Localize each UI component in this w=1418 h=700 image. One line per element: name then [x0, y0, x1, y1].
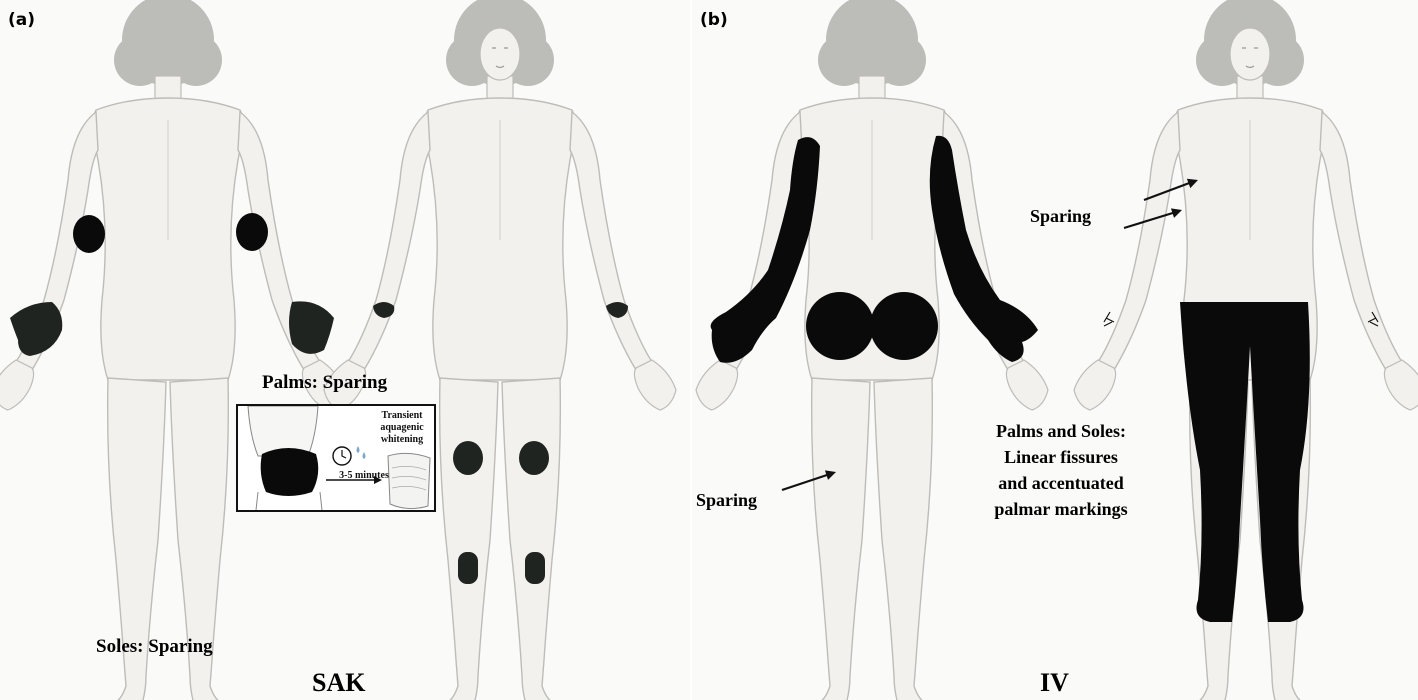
- sparing-upper-label: Sparing: [1030, 206, 1091, 227]
- lesion-left-elbow: [73, 215, 105, 253]
- sparing-leg-label: Sparing: [696, 490, 757, 511]
- palms-soles-line-4: palmar markings: [978, 496, 1144, 522]
- condition-label-iv: IV: [1040, 668, 1069, 698]
- lesion-left-buttock: [806, 292, 874, 360]
- lesion-left-hand-dorsum: [10, 302, 62, 356]
- inset-duration: 3-5 minutes: [334, 470, 394, 482]
- palms-sparing-label: Palms: Sparing: [262, 372, 387, 394]
- palm-marking-left: [1104, 312, 1114, 326]
- lesion-left-knee: [453, 441, 483, 475]
- inset-result: Transient aquagenic whitening: [372, 410, 432, 446]
- lesion-right-hand-dorsum: [289, 301, 334, 354]
- panel-a-figures: [0, 0, 690, 700]
- panel-b: (b) Sparing Sparing Palms and Soles:: [692, 0, 1418, 700]
- sak-front-figure: [324, 0, 676, 700]
- palms-soles-line-2: Linear fissures: [978, 444, 1144, 470]
- lesion-right-ankle: [525, 552, 545, 584]
- sak-back-figure: [0, 0, 344, 700]
- palms-soles-line-1: Palms and Soles:: [978, 418, 1144, 444]
- palms-soles-line-3: and accentuated: [978, 470, 1144, 496]
- palms-soles-description: Palms and Soles: Linear fissures and acc…: [978, 418, 1144, 522]
- lesion-left-ankle: [458, 552, 478, 584]
- soles-sparing-label: Soles: Sparing: [96, 636, 213, 658]
- lesion-right-elbow: [236, 213, 268, 251]
- aquagenic-inset: 3-5 minutes Transient aquagenic whitenin…: [236, 404, 436, 512]
- condition-label-sak: SAK: [312, 668, 365, 698]
- lesion-right-buttock: [870, 292, 938, 360]
- panel-b-figures: [692, 0, 1418, 700]
- inset-lesion: [261, 448, 319, 496]
- panel-a: (a) Palms: Sparing: [0, 0, 690, 700]
- lesion-right-knee: [519, 441, 549, 475]
- water-drops-icon: [357, 446, 366, 459]
